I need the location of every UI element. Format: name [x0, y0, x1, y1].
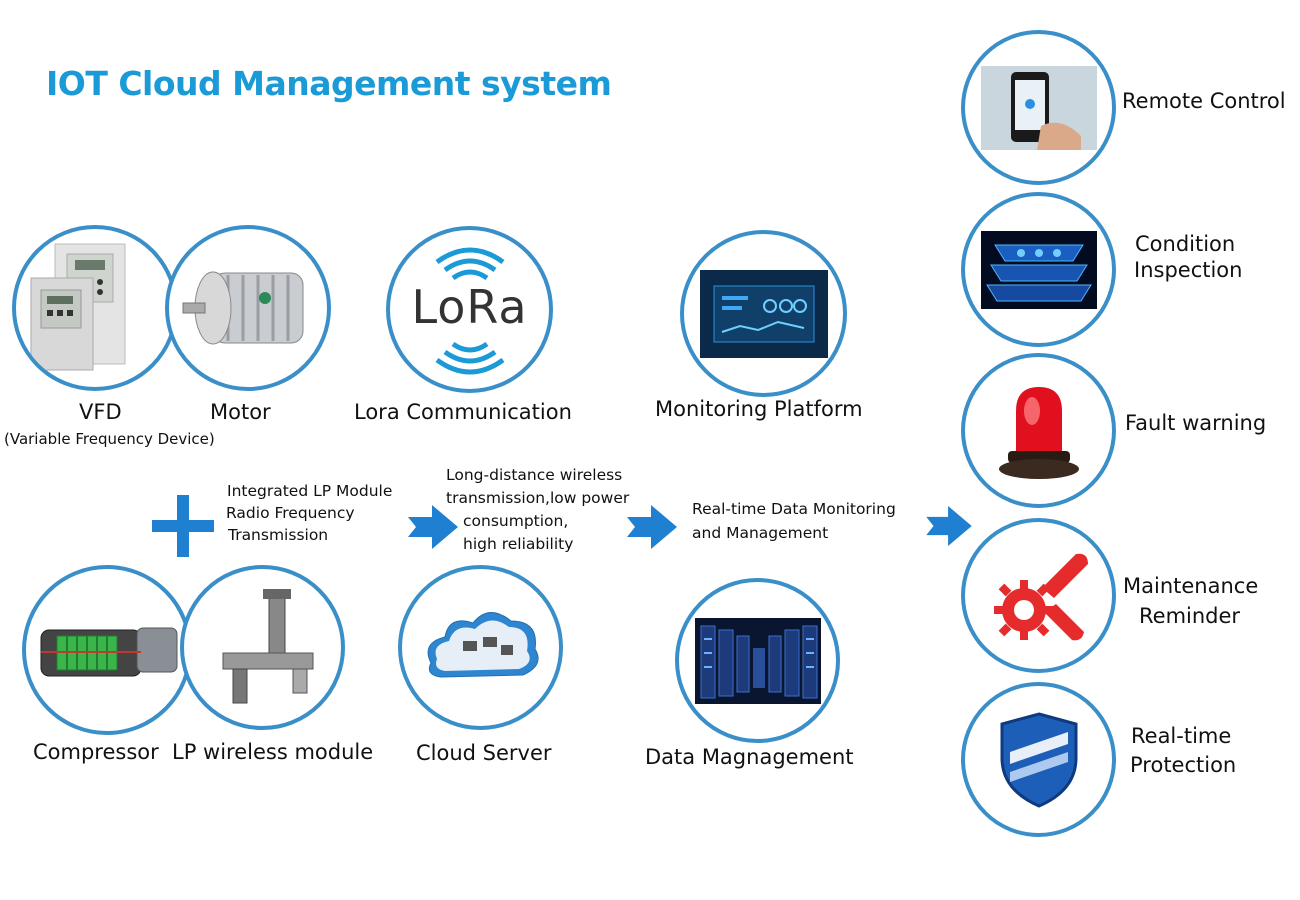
- step3-line2: and Management: [692, 524, 829, 542]
- arrow-right-icon: [408, 505, 458, 549]
- motor-image: [165, 225, 331, 391]
- maintenance-reminder-label-1: Maintenance: [1123, 574, 1259, 598]
- lora-label: Lora Communication: [354, 400, 572, 424]
- step1-line3: Transmission: [228, 526, 329, 544]
- fault-warning-label: Fault warning: [1125, 411, 1267, 435]
- lp-wireless-module-image: [180, 565, 345, 730]
- data-management-image: [675, 578, 840, 743]
- real-time-protection-label-2: Protection: [1130, 753, 1237, 777]
- monitoring-platform-image: [680, 230, 847, 397]
- condition-inspection-image: [961, 192, 1116, 347]
- arrow-right-icon: [627, 505, 677, 549]
- page-title: IOT Cloud Management system: [46, 64, 612, 103]
- vfd-sub-label: (Variable Frequency Device): [4, 430, 215, 448]
- step2-line4: high reliability: [463, 535, 574, 553]
- compressor-label: Compressor: [33, 740, 159, 764]
- cloud-server-label: Cloud Server: [416, 741, 552, 765]
- step2-line3: consumption,: [463, 512, 569, 530]
- remote-control-image: [961, 30, 1116, 185]
- remote-control-label: Remote Control: [1122, 89, 1286, 113]
- arrow-right-icon: [926, 506, 972, 546]
- plus-icon-bar: [152, 520, 214, 532]
- real-time-protection-label-1: Real-time: [1131, 724, 1232, 748]
- step1-line1: Integrated LP Module: [227, 482, 393, 500]
- lora-logo-text: LoRa: [411, 280, 528, 334]
- lora-logo: LoRa: [386, 226, 553, 393]
- step2-line2: transmission,low power: [446, 489, 630, 507]
- real-time-protection-image: [961, 682, 1116, 837]
- maintenance-reminder-image: [961, 518, 1116, 673]
- vfd-image: [12, 225, 178, 391]
- compressor-image: [22, 565, 192, 735]
- monitoring-platform-label: Monitoring Platform: [655, 397, 863, 421]
- step2-line1: Long-distance wireless: [446, 466, 623, 484]
- maintenance-reminder-label-2: Reminder: [1139, 604, 1241, 628]
- motor-label: Motor: [210, 400, 271, 424]
- fault-warning-image: [961, 353, 1116, 508]
- step3-line1: Real-time Data Monitoring: [692, 500, 896, 518]
- data-management-label: Data Magnagement: [645, 745, 854, 769]
- cloud-server-image: [398, 565, 563, 730]
- condition-inspection-label-1: Condition: [1135, 232, 1236, 256]
- step1-line2: Radio Frequency: [226, 504, 355, 522]
- condition-inspection-label-2: Inspection: [1134, 258, 1243, 282]
- vfd-label: VFD: [79, 400, 122, 424]
- lp-module-label: LP wireless module: [172, 740, 374, 764]
